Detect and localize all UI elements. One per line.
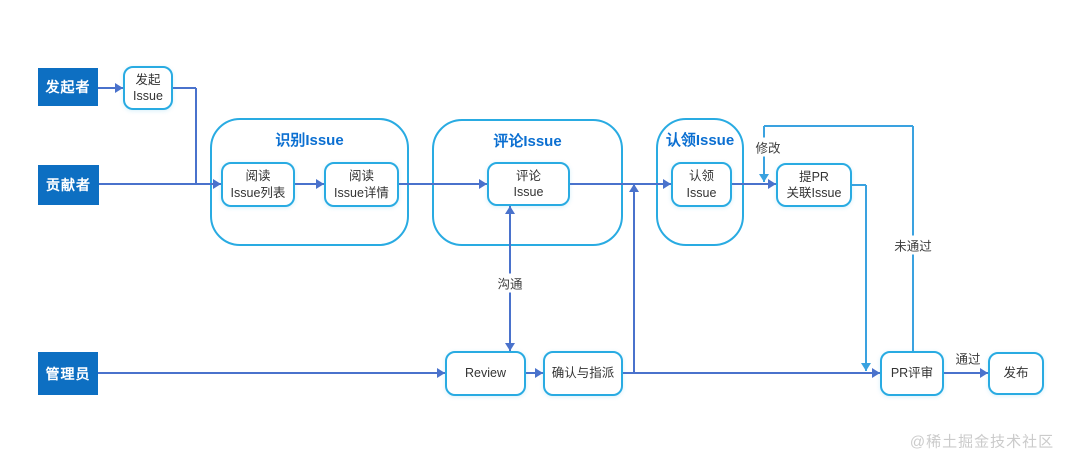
arrowhead-up bbox=[629, 184, 639, 192]
node-label: Issue bbox=[133, 89, 163, 103]
node-label: 发布 bbox=[1003, 366, 1029, 381]
edge-segment bbox=[195, 88, 197, 184]
node-label: Issue bbox=[513, 185, 544, 199]
node-label: 确认与指派 bbox=[551, 366, 615, 381]
group-comment-issue: 评论 Issue bbox=[432, 119, 623, 246]
lane-initiator: 发起者 bbox=[38, 68, 98, 106]
arrowhead-down bbox=[861, 363, 871, 371]
group-identify-issue-title: 识别Issue bbox=[275, 132, 344, 149]
node-label: Review bbox=[465, 366, 506, 381]
node-publish: 发布 bbox=[988, 352, 1044, 395]
node-label: 评论 bbox=[515, 168, 541, 183]
edge-segment bbox=[99, 183, 221, 185]
arrowhead-right bbox=[872, 368, 880, 378]
node-label: 提PR bbox=[799, 169, 829, 184]
node-review: Review bbox=[445, 351, 526, 396]
edge-segment bbox=[623, 372, 880, 374]
node-create-issue: 发起 Issue bbox=[123, 66, 173, 110]
edge-segment bbox=[98, 372, 445, 374]
edge-label-modify: 修改 bbox=[752, 137, 784, 157]
arrowhead-right bbox=[768, 179, 776, 189]
edge-segment bbox=[633, 184, 635, 372]
node-pr-review: PR评审 bbox=[880, 351, 944, 396]
arrowhead-right bbox=[980, 368, 988, 378]
node-label: 阅读 bbox=[245, 169, 271, 184]
edge-label-communicate: 沟通 bbox=[494, 273, 526, 293]
group-identify-issue: 识别Issue bbox=[210, 118, 409, 246]
edge-segment bbox=[852, 184, 866, 186]
edge-segment bbox=[526, 372, 543, 374]
node-label: PR评审 bbox=[890, 366, 934, 381]
arrowhead-down bbox=[759, 174, 769, 182]
group-claim-issue-title: 认领Issue bbox=[665, 132, 735, 149]
node-label: Issue详情 bbox=[334, 185, 389, 200]
edge-segment bbox=[944, 372, 988, 374]
arrowhead-right bbox=[437, 368, 445, 378]
edge-segment bbox=[865, 185, 867, 371]
node-confirm-assign: 确认与指派 bbox=[543, 351, 623, 396]
arrowhead-right bbox=[535, 368, 543, 378]
edge-segment bbox=[98, 87, 123, 89]
group-claim-issue: 认领Issue bbox=[656, 118, 744, 246]
lane-admin: 管理员 bbox=[38, 352, 98, 395]
arrowhead-down bbox=[505, 343, 515, 351]
node-submit-pr: 提PR 关联Issue bbox=[776, 163, 852, 207]
node-label: 认领 bbox=[688, 169, 714, 184]
edge-segment bbox=[173, 87, 196, 89]
group-comment-issue-title: 评论Issue bbox=[493, 133, 562, 150]
lane-contributor: 贡献者 bbox=[38, 165, 99, 205]
edge-segment bbox=[764, 125, 913, 127]
node-label: 关联Issue bbox=[786, 186, 842, 200]
node-label: Issue bbox=[686, 185, 717, 200]
edge-label-pass: 通过 bbox=[955, 352, 981, 367]
node-label: 阅读 bbox=[348, 169, 374, 184]
node-label: 发起 bbox=[135, 72, 161, 87]
watermark: @稀土掘金技术社区 bbox=[909, 433, 1055, 451]
node-label: Issue列表 bbox=[230, 185, 286, 200]
arrowhead-right bbox=[115, 83, 123, 93]
edge-label-fail: 未通过 bbox=[891, 235, 935, 255]
node-comment-issue: 评论 Issue bbox=[487, 162, 570, 206]
